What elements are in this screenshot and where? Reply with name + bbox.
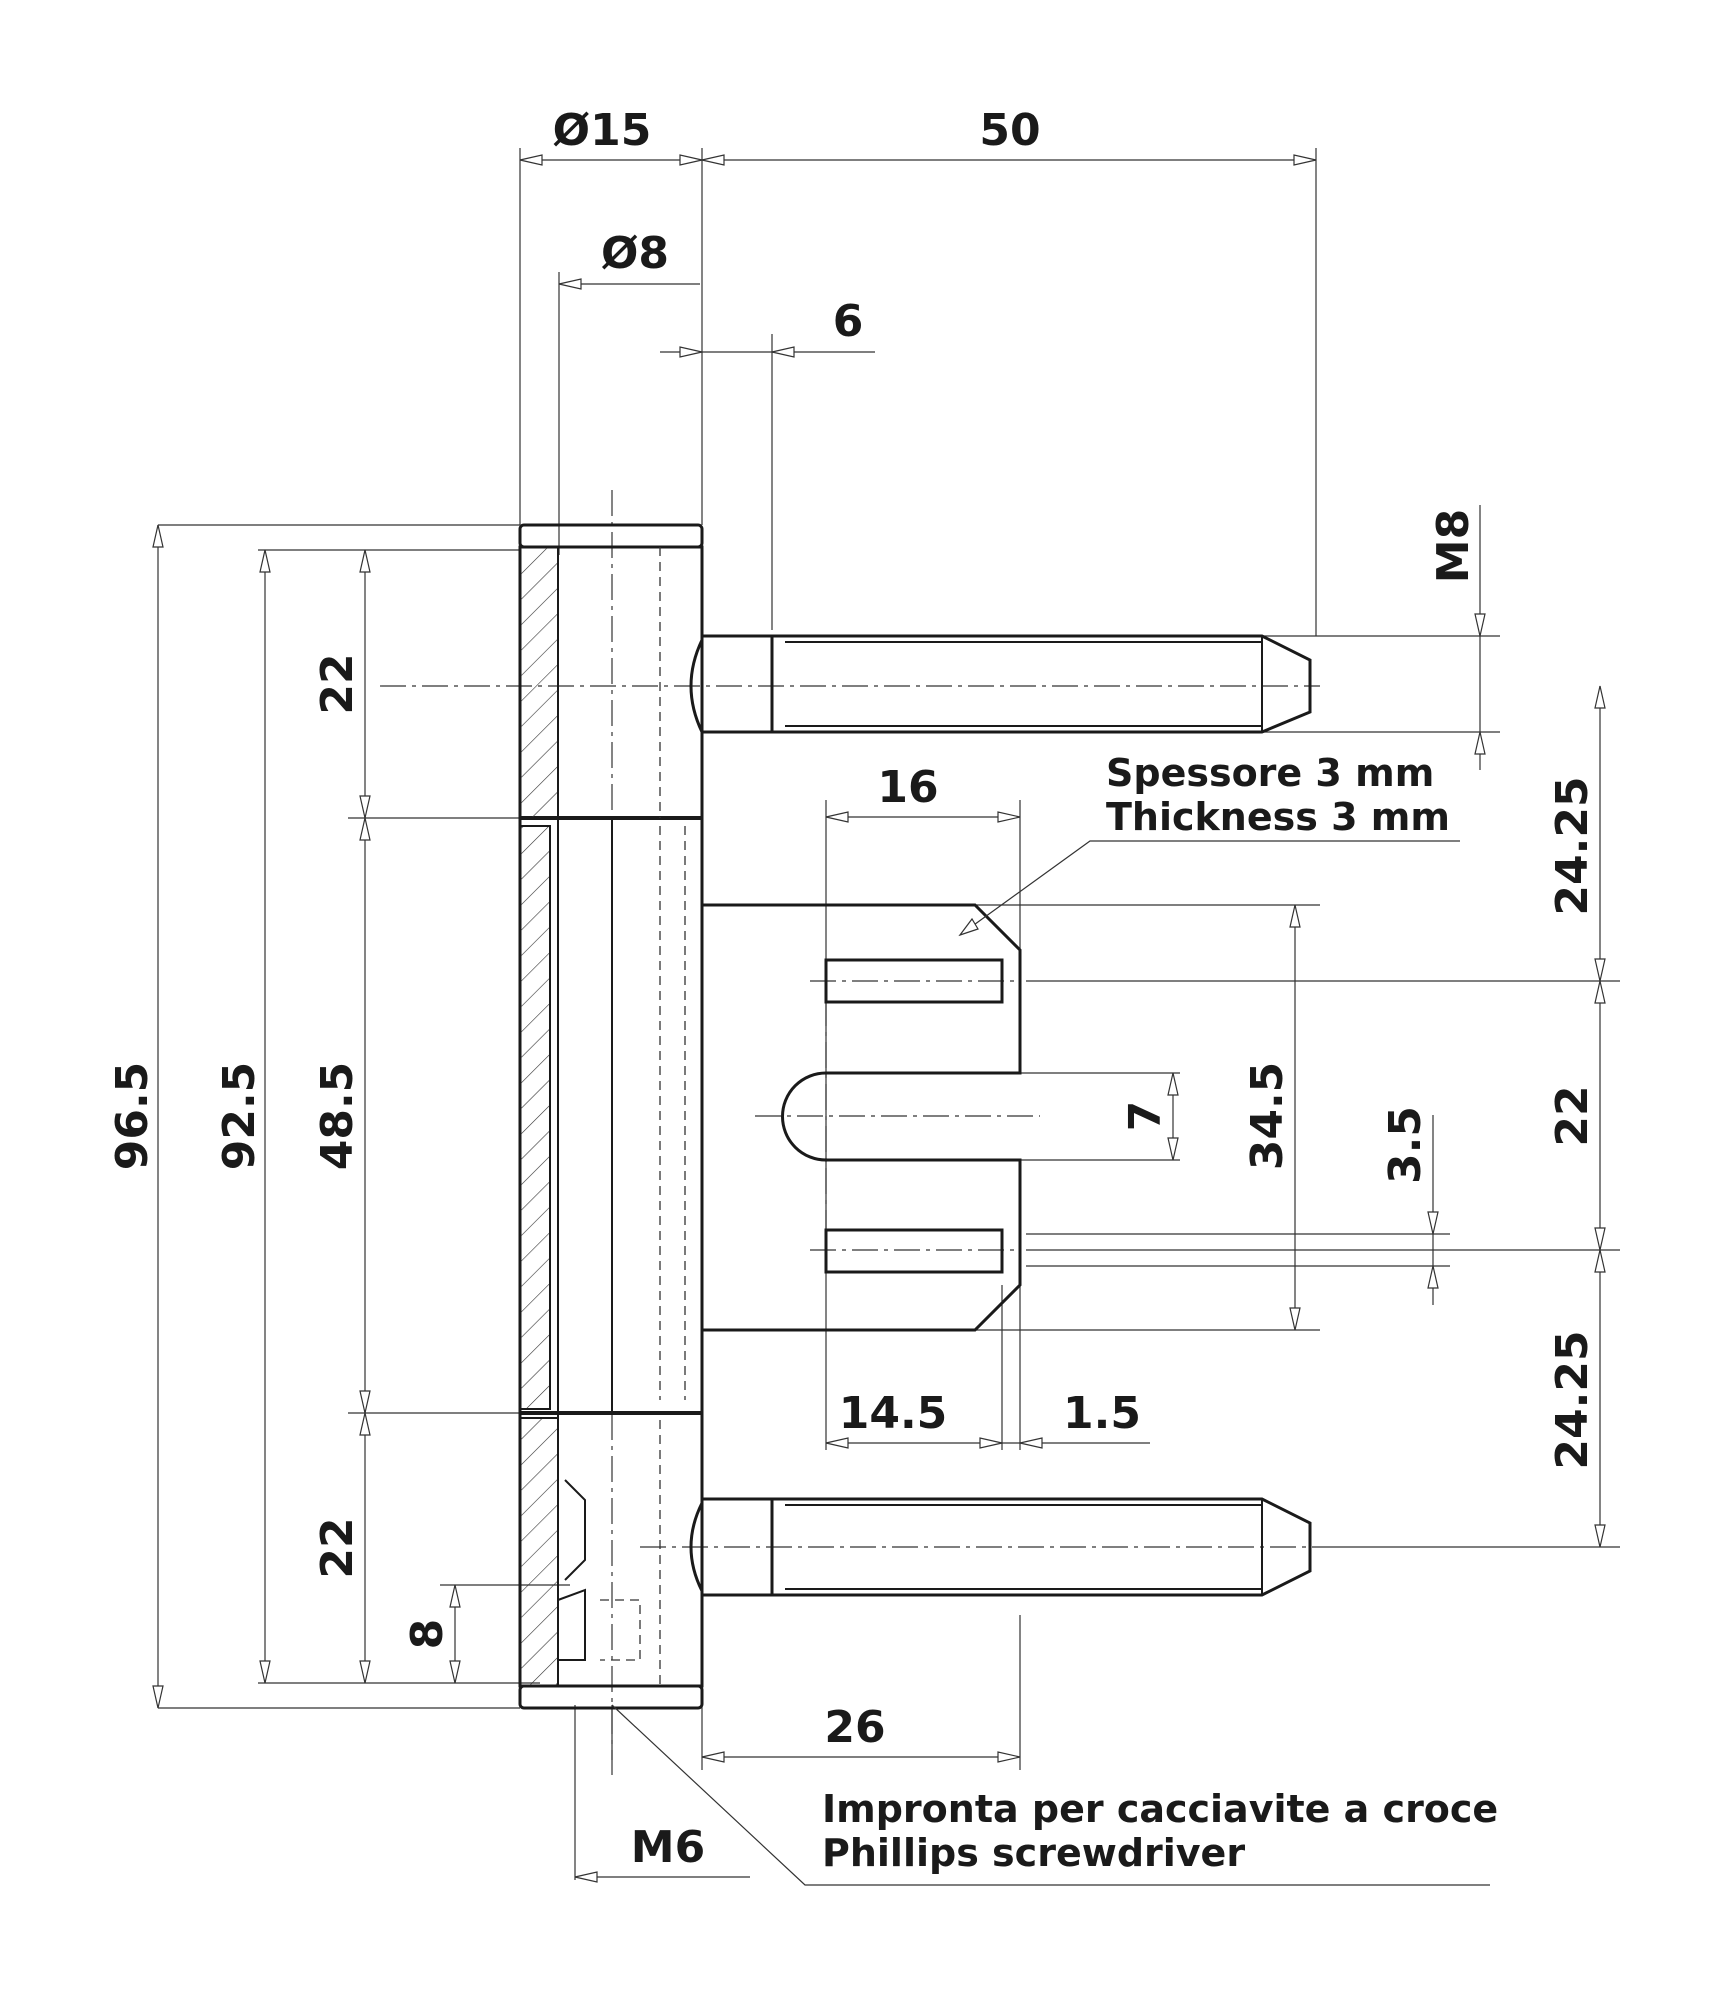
label-middle-spacing: 22 bbox=[1547, 1085, 1598, 1146]
label-upper-spacing: 24.25 bbox=[1547, 776, 1598, 915]
label-top-knuckle: 22 bbox=[312, 653, 363, 714]
label-slot-width: 3.5 bbox=[1380, 1106, 1431, 1184]
note-screwdriver-en: Phillips screwdriver bbox=[822, 1831, 1245, 1875]
dimension-lines bbox=[152, 154, 1606, 1886]
upper-pin bbox=[689, 634, 1312, 734]
label-total-height: 96.5 bbox=[107, 1062, 158, 1171]
label-lower-spacing: 24.25 bbox=[1547, 1330, 1598, 1469]
label-body-height: 92.5 bbox=[214, 1062, 265, 1171]
label-barrel-diameter: Ø15 bbox=[553, 105, 652, 156]
label-middle-knuckle: 48.5 bbox=[312, 1062, 363, 1171]
label-pin-diameter: Ø8 bbox=[601, 228, 669, 279]
annotation-notes: Spessore 3 mm Thickness 3 mm Impronta pe… bbox=[822, 751, 1498, 1875]
label-bottom-knuckle: 22 bbox=[312, 1517, 363, 1578]
note-thickness-it: Spessore 3 mm bbox=[1106, 751, 1434, 795]
label-plate-length: 26 bbox=[824, 1702, 885, 1753]
mounting-plate bbox=[702, 903, 1022, 1332]
hinge-barrel bbox=[518, 523, 704, 1710]
label-thread-m8: M8 bbox=[1428, 509, 1479, 583]
label-slot-length: 14.5 bbox=[839, 1388, 948, 1439]
extension-lines bbox=[158, 148, 1620, 1880]
label-length: 50 bbox=[979, 105, 1040, 156]
lower-pin bbox=[689, 1497, 1312, 1597]
label-plate-height: 34.5 bbox=[1242, 1062, 1293, 1171]
label-slot-opening: 7 bbox=[1120, 1101, 1171, 1132]
label-offset: 6 bbox=[833, 296, 864, 347]
label-plate-width: 16 bbox=[877, 762, 938, 813]
label-screw-thread: M6 bbox=[631, 1822, 705, 1873]
note-screwdriver-it: Impronta per cacciavite a croce bbox=[822, 1787, 1498, 1831]
label-slot-gap: 1.5 bbox=[1063, 1388, 1141, 1439]
label-screw-depth: 8 bbox=[402, 1619, 453, 1650]
note-thickness-en: Thickness 3 mm bbox=[1106, 795, 1450, 839]
dimension-labels: Ø15 50 Ø8 6 96.5 92.5 48.5 22 22 8 M8 24… bbox=[107, 105, 1598, 1873]
